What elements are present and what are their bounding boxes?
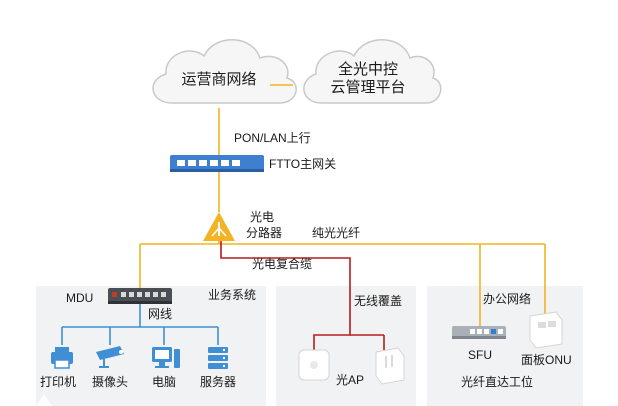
ethernet-label: 网线 [148, 307, 172, 321]
computer-icon [152, 347, 180, 368]
ftto-gateway [170, 155, 264, 172]
business-title: 业务系统 [208, 287, 256, 302]
composite-cable-label: 光电复合缆 [252, 256, 312, 271]
endpoint-label-camera: 摄像头 [92, 374, 128, 389]
controller-cloud-label-1: 全光中控 [338, 60, 398, 78]
sfu-label: SFU [468, 348, 492, 362]
splitter-icon [203, 212, 235, 241]
gateway-label: FTTO主网关 [269, 157, 336, 171]
carrier-cloud: 运营商网络 [152, 39, 297, 104]
controller-cloud: 全光中控 云管理平台 [303, 39, 442, 104]
endpoint-label-printer: 打印机 [40, 375, 76, 389]
office-footer: 光纤直达工位 [461, 374, 533, 389]
onu-label: 面板ONU [521, 353, 572, 367]
ap-label: 光AP [336, 373, 364, 387]
office-title: 办公网络 [483, 291, 531, 306]
office-zone [427, 286, 583, 406]
mdu-label: MDU [66, 291, 93, 305]
ceiling-ap-icon [298, 349, 330, 381]
splitter-label-1: 光电 [250, 210, 274, 224]
splitter-label-2: 分路器 [246, 225, 282, 240]
server-icon [208, 347, 228, 369]
business-zone [36, 286, 266, 406]
corner-mark [36, 394, 52, 406]
controller-cloud-label-2: 云管理平台 [330, 79, 405, 96]
sfu-device [452, 326, 506, 339]
panel-ap-icon [375, 347, 405, 385]
panel-onu-icon [529, 311, 563, 349]
endpoint-label-server: 服务器 [200, 374, 236, 389]
wireless-zone [276, 286, 416, 406]
endpoint-label-computer: 电脑 [152, 375, 176, 389]
mdu-device [108, 288, 172, 304]
printer-icon [51, 347, 73, 369]
camera-icon [96, 346, 124, 368]
pure-fiber-label: 纯光光纤 [312, 226, 360, 240]
uplink-label: PON/LAN上行 [234, 131, 311, 145]
wireless-title: 无线覆盖 [354, 294, 402, 308]
carrier-cloud-label: 运营商网络 [181, 71, 256, 88]
composite-cable [220, 241, 351, 350]
